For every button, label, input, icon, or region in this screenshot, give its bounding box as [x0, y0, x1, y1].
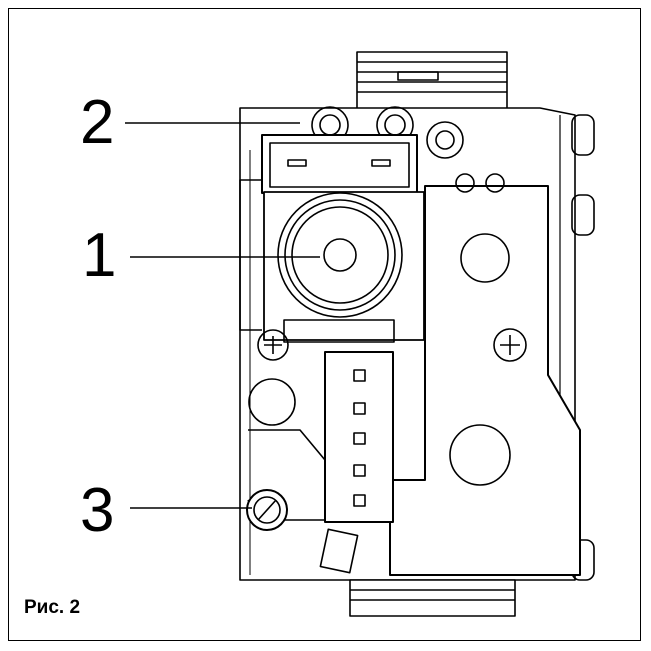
- leader-lines: [125, 122, 320, 509]
- round-cap: [248, 378, 296, 426]
- left-bracket: [239, 179, 262, 331]
- figure-caption: Рис. 2: [24, 597, 81, 618]
- test-point-screw-3: [246, 489, 288, 531]
- cover-plate: [389, 173, 581, 576]
- middle-screw: [257, 329, 289, 361]
- solenoid-coil-1: [263, 191, 425, 343]
- connector-3-plug: [319, 351, 394, 574]
- bottom-inlet: [349, 579, 516, 617]
- top-outlet: [356, 51, 508, 111]
- callout-label-3: 3: [80, 476, 115, 545]
- callout-label-1: 1: [82, 221, 117, 290]
- connector-2: [261, 134, 418, 194]
- callout-label-2: 2: [80, 88, 115, 157]
